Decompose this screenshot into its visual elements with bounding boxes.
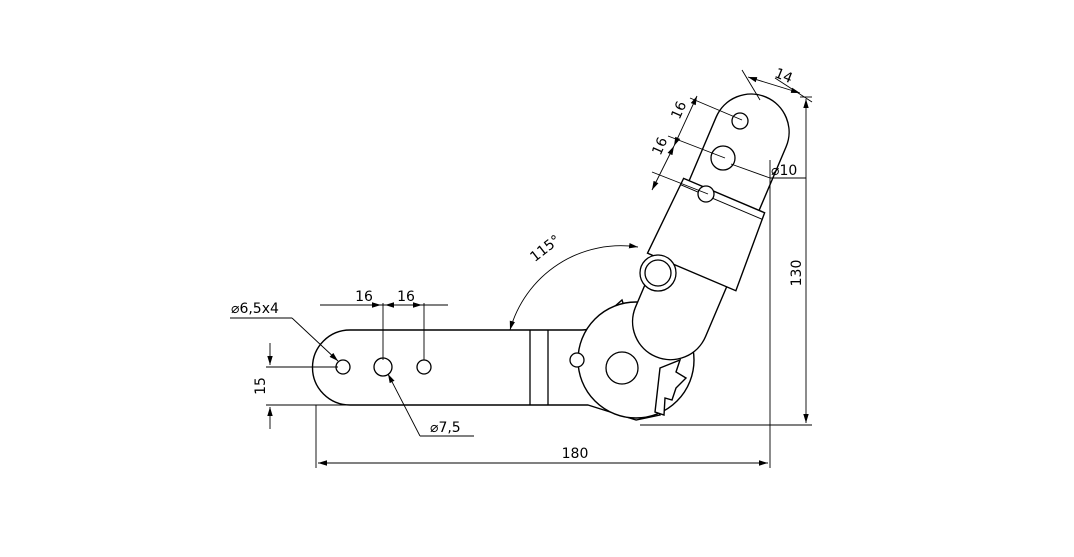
dim-bar-height: 15 [253,377,269,395]
label-small-holes: ⌀6,5x4 [231,301,279,317]
diameter-symbol: ⌀ [771,163,780,179]
large-hole-bottom [373,357,393,377]
dim-angle: 115° [527,232,563,265]
small-hole-4 [697,185,715,203]
ratchet-teeth [654,358,688,416]
small-hole-1 [335,359,351,375]
small-hole-2 [416,359,432,375]
top-hole-diameter-value: 10 [779,163,797,179]
label-top-hole-diameter: ⌀10 [771,163,797,179]
dim-line-top-2 [651,145,675,191]
dim-line-top-1 [673,95,698,147]
dim-bottom-spacing-2: 16 [397,289,415,305]
dim-overall-width: 180 [562,446,589,462]
dim-top-spacing-1: 16 [668,99,690,122]
large-hole-top [710,145,736,171]
dim-top-spacing-2: 16 [649,135,671,158]
inclined-arm [631,93,790,361]
diameter-symbol-3: ⌀ [430,420,439,436]
diameter-symbol-2: ⌀ [231,301,240,317]
dim-overall-height: 130 [789,260,805,287]
holes [335,112,749,385]
dim-bottom-spacing-1: 16 [355,289,373,305]
joint-small-hole [569,352,585,368]
leader-top-hole [730,163,771,179]
bracket-inner-ring [644,259,672,287]
dim-arm-width: 14 [772,66,795,88]
label-bottom-hole: ⌀7,5 [430,420,461,436]
leader-small-holes [291,317,339,362]
dimensions: 180 130 14 16 16 ⌀10 115° 16 16 [230,66,813,468]
bottom-hole-value: 7,5 [438,420,460,436]
arm-pivot-hole [605,351,639,385]
dim-line-arm [747,76,801,94]
small-holes-value: 6,5x4 [239,301,279,317]
hinge-part [311,93,790,421]
dim-arc-angle [509,242,639,331]
small-hole-3 [731,112,749,130]
leader-bottom-hole [387,373,421,437]
ext-line-top-1 [689,97,743,121]
